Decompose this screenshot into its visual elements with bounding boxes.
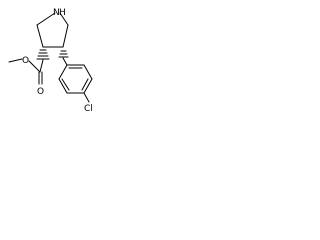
bond-carbonyl-o-single [28,60,41,73]
atom-label-cl: Cl [84,104,93,114]
atom-label-o-carbonyl: O [37,87,44,97]
ester-group [8,58,44,85]
atom-label-n: N [53,8,60,18]
aryl-double-2 [81,78,89,91]
hash-wedge-c4 [58,50,69,58]
atom-label-h: H [59,8,66,18]
bond-n-c2 [36,12,56,26]
pyrrolidine-ring [36,12,69,48]
atom-labels: N H O O Cl [22,8,93,114]
atom-label-o-methoxy: O [22,56,29,66]
aryl-double-3 [61,78,70,91]
bond-o-methyl [8,58,23,63]
stereo-hash-bonds [36,49,69,60]
aryl-bond-5 [58,78,68,94]
bond-c4-aryl [62,57,68,66]
bond-c4-c5 [62,24,69,48]
aryl-bond-2 [83,64,93,80]
chlorophenyl-ring [58,57,93,103]
aryl-bond-6 [58,64,68,80]
aryl-bond-3 [83,78,93,94]
bond-c3-carbonyl [39,59,44,73]
bond-c5-n [59,12,69,26]
bond-c2-c3 [36,24,44,48]
molecule-diagram: N H O O Cl [8,8,93,114]
hash-wedge-c3 [36,49,50,60]
bond-aryl-cl [83,92,90,103]
